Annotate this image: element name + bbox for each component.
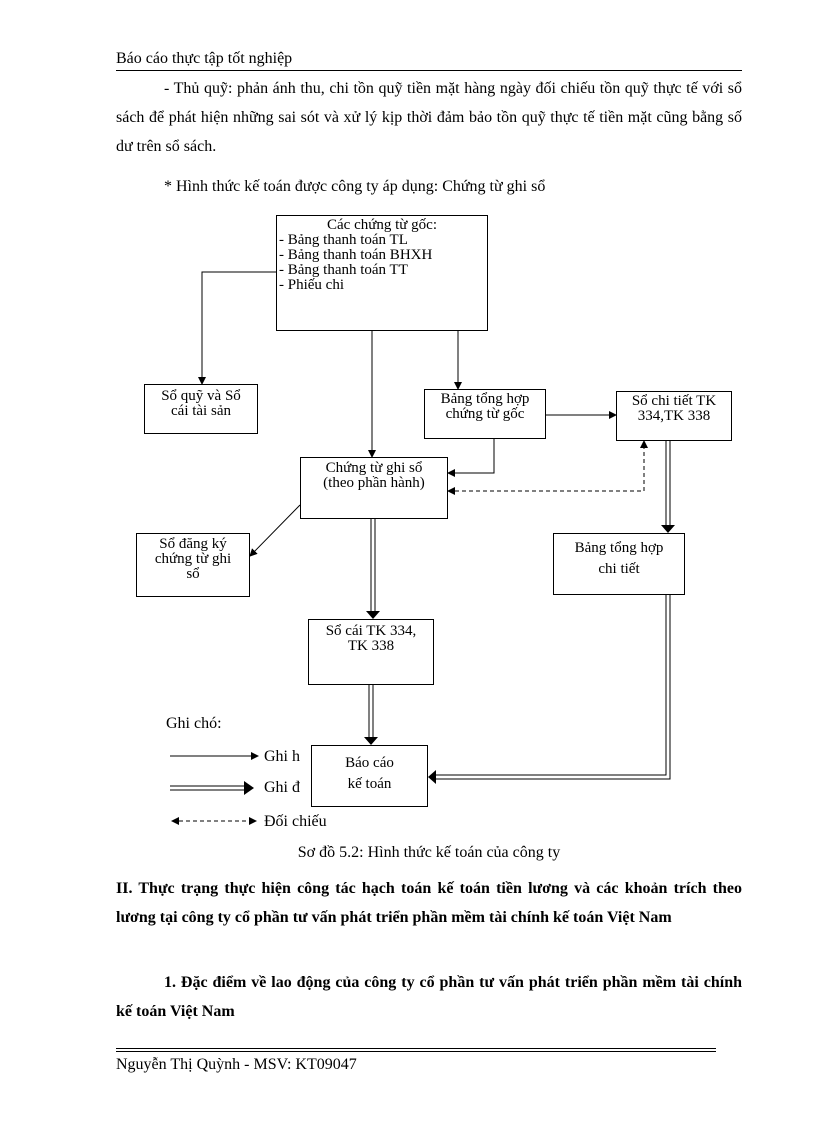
box-line: Sổ quỹ và Sổ xyxy=(161,388,241,404)
box-line: sổ xyxy=(186,566,200,582)
box-bao-cao-ke-toan: Báo cáo kế toán xyxy=(311,745,428,807)
arrowhead-bao-cao-side xyxy=(428,770,436,784)
diagram-caption: Sơ đồ 5.2: Hình thức kế toán của công ty xyxy=(297,844,561,861)
box-line: Báo cáo xyxy=(345,755,394,771)
arrowhead-so-cai xyxy=(366,611,380,619)
arrow-bang-tong-hop-to-chung-tu-ghi-so xyxy=(447,439,495,477)
box-line: chứng từ gốc xyxy=(445,406,525,422)
legend-double-arrowhead xyxy=(244,781,254,795)
box-chung-tu-ghi-so: Chứng từ ghi sổ (theo phần hành) xyxy=(300,457,448,519)
list-item: - Bảng thanh toán TL xyxy=(279,232,408,248)
section-heading: II. Thực trạng thực hiện công tác hạch t… xyxy=(116,880,742,926)
box-line: cái tài sản xyxy=(171,403,231,419)
legend-item-ghi-dinh-ky: Ghi đ xyxy=(264,779,300,796)
box-line: chi tiết xyxy=(598,561,640,577)
list-item: - Phiếu chi xyxy=(279,277,344,293)
box-chung-tu-goc: Các chứng từ gốc: - Bảng thanh toán TL -… xyxy=(276,215,488,331)
arrow-doi-chieu xyxy=(447,440,648,495)
arrowhead-bao-cao xyxy=(364,737,378,745)
box-line: Sổ đăng ký xyxy=(159,536,227,552)
box-so-quy: Sổ quỹ và Sổ cái tài sản xyxy=(144,384,258,434)
box-bang-tong-hop-chung-tu-goc: Bảng tổng hợp chứng từ gốc xyxy=(424,389,546,439)
box-line: TK 338 xyxy=(347,638,395,654)
box-so-cai: Sổ cái TK 334, TK 338 xyxy=(308,619,434,685)
box-chung-tu-goc-title: Các chứng từ gốc: xyxy=(327,217,437,233)
paragraph-thu-quy: - Thủ quỹ: phản ánh thu, chi tồn quỹ tiề… xyxy=(116,80,742,155)
page-header: Báo cáo thực tập tốt nghiệp xyxy=(116,50,293,67)
box-line: (theo phần hành) xyxy=(323,475,425,491)
box-line: Chứng từ ghi sổ xyxy=(325,460,423,476)
arrow-chung-tu-ghi-so-to-so-dang-ky xyxy=(249,504,301,557)
box-line: 334,TK 338 xyxy=(637,408,711,424)
list-item: - Bảng thanh toán BHXH xyxy=(279,247,433,263)
legend-title: Ghi chó: xyxy=(166,715,222,732)
subsection-heading: 1. Đặc điểm về lao động của công ty cổ p… xyxy=(116,974,742,1020)
legend-item-ghi-hang-ngay: Ghi h xyxy=(264,748,300,765)
box-bang-tong-hop-chi-tiet: Bảng tổng hợp chi tiết xyxy=(553,533,685,595)
page-footer: Nguyễn Thị Quỳnh - MSV: KT09047 xyxy=(116,1056,357,1073)
box-so-dang-ky: Sổ đăng ký chứng từ ghi sổ xyxy=(136,533,250,597)
arrow-source-to-so-quy xyxy=(198,271,276,385)
list-item: - Bảng thanh toán TT xyxy=(279,262,408,278)
box-line: Bảng tổng hợp xyxy=(440,391,530,407)
legend-item-doi-chieu: Đối chiếu xyxy=(264,813,327,830)
box-line: Bảng tổng hợp xyxy=(574,540,664,556)
header-divider xyxy=(116,70,742,71)
box-line: kế toán xyxy=(347,776,392,792)
box-so-chi-tiet: Sổ chi tiết TK 334,TK 338 xyxy=(616,391,732,441)
box-line: chứng từ ghi xyxy=(154,551,232,567)
arrowhead-bang-tong-hop-ct xyxy=(661,525,675,533)
box-line: Sổ cái TK 334, xyxy=(325,623,417,639)
box-line: Sổ chi tiết TK xyxy=(631,393,717,409)
footer-divider xyxy=(116,1048,716,1052)
paragraph-hinh-thuc: * Hình thức kế toán được công ty áp dụng… xyxy=(164,178,546,195)
